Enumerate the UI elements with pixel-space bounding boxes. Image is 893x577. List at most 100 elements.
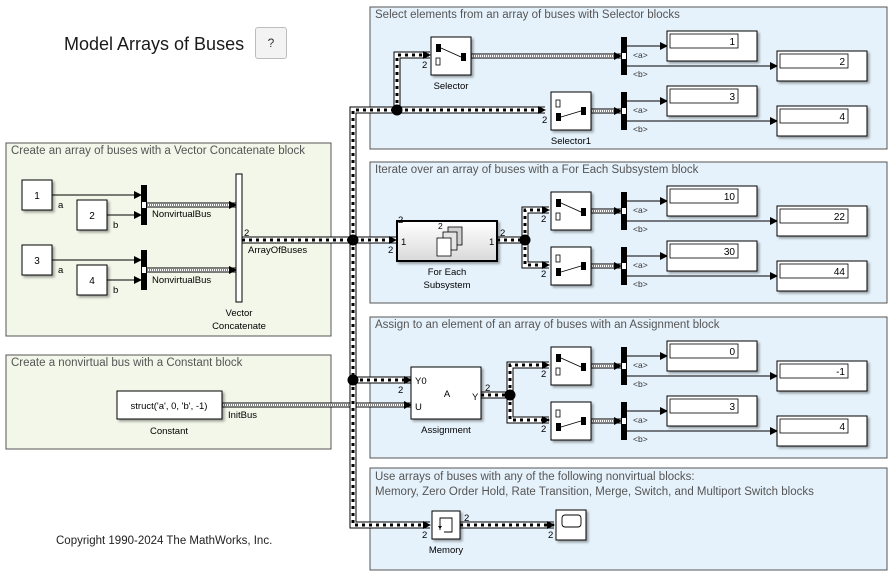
branch-point <box>347 374 359 386</box>
array-of-buses-line[interactable] <box>506 361 550 395</box>
array-of-buses-line[interactable] <box>349 106 546 240</box>
array-of-buses-line[interactable] <box>521 206 550 240</box>
display-value: -1 <box>836 367 845 378</box>
branch-point <box>519 234 531 246</box>
assignment-mode-label: A <box>444 389 451 400</box>
bus-element-label-a: <a> <box>633 360 648 370</box>
for-each-label: For Each <box>428 267 467 278</box>
display-block[interactable]: -1 <box>776 360 868 392</box>
signal-width-label: 2 <box>548 530 553 541</box>
selector-label: Selector <box>434 81 469 92</box>
area-title: Memory, Zero Order Hold, Rate Transition… <box>375 486 814 498</box>
bus-element-label-b: <b> <box>633 434 648 444</box>
display-block[interactable]: 30 <box>666 240 758 272</box>
assignment-block[interactable]: Y0 U A Y <box>410 366 482 420</box>
display-block[interactable]: 1 <box>666 30 758 62</box>
display-block[interactable]: 44 <box>776 260 868 292</box>
area-title: Select elements from an array of buses w… <box>375 9 680 21</box>
signal-label-a: a <box>58 265 64 276</box>
area-title: Create an array of buses with a Vector C… <box>11 145 305 157</box>
bus-element-label-b: <b> <box>633 124 648 134</box>
bus-creator-2[interactable] <box>141 250 147 290</box>
copyright-text: Copyright 1990-2024 The MathWorks, Inc. <box>56 535 273 547</box>
vector-concatenate-label: Vector <box>226 308 253 319</box>
area-title: Iterate over an array of buses with a Fo… <box>375 164 699 176</box>
help-button[interactable]: ? <box>255 27 287 59</box>
signal-width-label: 2 <box>541 214 546 225</box>
selector1-block[interactable] <box>550 91 592 131</box>
bus-selector-block[interactable] <box>621 402 627 440</box>
signal-width-label: 2 <box>388 245 393 256</box>
selector-block[interactable] <box>550 246 592 286</box>
bus-element-label-b: <b> <box>633 379 648 389</box>
array-of-buses-line[interactable] <box>349 240 431 529</box>
display-block[interactable]: 2 <box>776 50 868 82</box>
display-value: 44 <box>834 267 846 278</box>
branch-point <box>504 389 516 401</box>
constant-block-2[interactable]: 2 <box>76 199 108 231</box>
array-of-buses-line[interactable] <box>506 395 550 424</box>
selector-block[interactable] <box>550 346 592 386</box>
port-label-y: Y <box>472 392 479 403</box>
selector-block[interactable] <box>430 36 472 76</box>
for-each-subsystem-block[interactable]: 2 1 1 <box>396 220 498 262</box>
port-label: 1 <box>489 237 494 248</box>
display-value: 1 <box>729 37 735 48</box>
bus-element-label-a: <a> <box>633 415 648 425</box>
display-block[interactable]: 0 <box>666 340 758 372</box>
struct-constant-block[interactable]: struct('a', 0, 'b', -1) <box>116 390 223 420</box>
signal-label-b: b <box>113 220 118 231</box>
signal-label-b: b <box>113 285 118 296</box>
bus-element-label-b: <b> <box>633 69 648 79</box>
signal-width-label: 2 <box>398 215 403 226</box>
signal-width-label: 2 <box>422 530 427 541</box>
bus-creator-1[interactable] <box>141 185 147 225</box>
display-block[interactable]: 10 <box>666 185 758 217</box>
bus-selector-block[interactable] <box>621 247 627 285</box>
page-title: Model Arrays of Buses <box>64 34 245 54</box>
signal-label-a: a <box>58 200 64 211</box>
signal-width-label: 2 <box>541 424 546 435</box>
bus-selector-block[interactable] <box>621 92 627 130</box>
display-block[interactable]: 3 <box>666 85 758 117</box>
memory-block[interactable] <box>431 510 461 540</box>
display-value: 10 <box>724 192 736 203</box>
bus-selector-block[interactable] <box>621 37 627 75</box>
area-constant: Create a nonvirtual bus with a Constant … <box>5 354 332 450</box>
constant-block-3[interactable]: 3 <box>21 244 53 276</box>
bus-selector-block[interactable] <box>621 192 627 230</box>
bus-element-label-a: <a> <box>633 260 648 270</box>
svg-text:4: 4 <box>89 276 95 287</box>
svg-text:1: 1 <box>34 191 40 202</box>
signal-width-label: 2 <box>485 383 490 394</box>
scope-screen-icon <box>561 514 582 528</box>
scope-block[interactable] <box>555 509 587 541</box>
svg-text:3: 3 <box>34 256 40 267</box>
constant-block-1[interactable]: 1 <box>21 179 53 211</box>
vector-concatenate-block[interactable] <box>235 173 243 303</box>
bus-element-label-a: <a> <box>633 105 648 115</box>
constant-block-4[interactable]: 4 <box>76 264 108 296</box>
display-block[interactable]: 4 <box>776 105 868 137</box>
port-label-u: U <box>415 402 422 413</box>
branch-point <box>347 234 359 246</box>
width-label: 2 <box>244 228 249 239</box>
bus-selector-block[interactable] <box>621 347 627 385</box>
for-each-label: Subsystem <box>424 280 471 291</box>
area-title: Create a nonvirtual bus with a Constant … <box>11 357 243 369</box>
selector-block[interactable] <box>550 401 592 441</box>
area-title: Use arrays of buses with any of the foll… <box>375 471 695 483</box>
svg-text:struct('a', 0, 'b', -1): struct('a', 0, 'b', -1) <box>131 401 208 412</box>
display-block[interactable]: 3 <box>666 395 758 427</box>
port-label: 1 <box>401 237 406 248</box>
array-of-buses-line[interactable] <box>521 240 550 269</box>
display-block[interactable]: 22 <box>776 205 868 237</box>
array-of-buses-line[interactable] <box>393 51 431 110</box>
display-block[interactable]: 4 <box>776 415 868 447</box>
signal-width-label: 2 <box>541 369 546 380</box>
initbus-label: InitBus <box>228 410 257 421</box>
signal-width-label: 2 <box>422 60 427 71</box>
selector-block[interactable] <box>550 191 592 231</box>
signal-width-label: 2 <box>541 269 546 280</box>
